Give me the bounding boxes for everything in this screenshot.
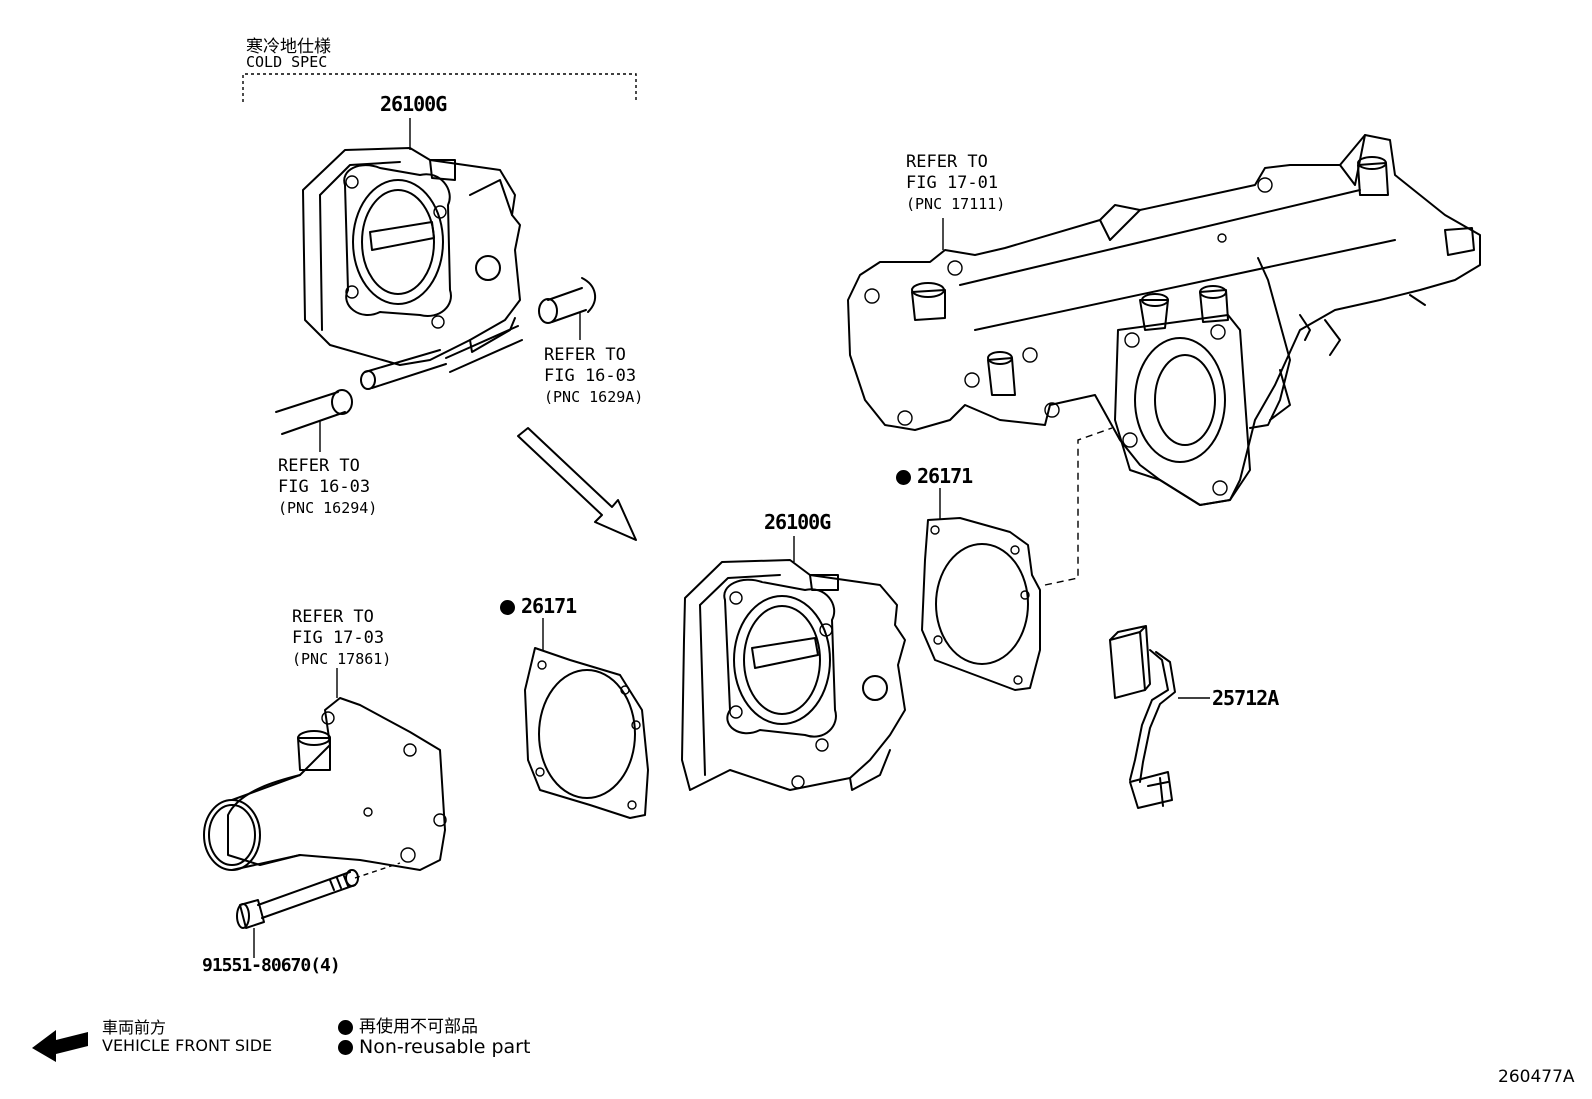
part-number-26171-upper-text: 26171: [917, 464, 973, 488]
ref-water-outlet-line2: FIG 17-03: [292, 628, 385, 648]
non-reusable-dot-icon: [338, 1019, 353, 1035]
ref-water-outlet-line1: REFER TO: [292, 607, 374, 627]
legend-nonreuse-en-text: Non-reusable part: [359, 1036, 531, 1058]
ref-manifold-line2: FIG 17-01: [906, 173, 999, 193]
figure-id: 260477A: [1498, 1067, 1575, 1087]
ref-water-outlet-line3: (PNC 17861): [292, 650, 392, 668]
ref-hose-right-line1: REFER TO: [544, 345, 626, 365]
gasket-upper-drawing: [921, 517, 1041, 691]
ref-manifold-line1: REFER TO: [906, 152, 988, 172]
part-number-bolt: 91551-80670(4): [202, 955, 341, 976]
ref-hose-left: REFER TO FIG 16-03 (PNC 16294): [278, 456, 377, 519]
part-number-26100g-main: 26100G: [764, 510, 831, 534]
legend-nonreuse-jp: 再使用不可部品: [338, 1012, 478, 1037]
cold-spec-en: COLD SPEC: [246, 53, 328, 71]
cold-spec-jp: 寒冷地仕様: [246, 37, 331, 57]
direction-arrow-icon: [517, 427, 637, 541]
ref-water-outlet: REFER TO FIG 17-03 (PNC 17861): [292, 607, 391, 670]
ref-hose-left-line3: (PNC 16294): [278, 499, 378, 517]
ref-hose-left-line2: FIG 16-03: [278, 477, 371, 497]
legend-nonreuse-en: Non-reusable part: [338, 1036, 530, 1058]
ref-hose-right: REFER TO FIG 16-03 (PNC 1629A): [544, 345, 643, 408]
ref-hose-right-line3: (PNC 1629A): [544, 388, 644, 406]
water-outlet-drawing: [203, 697, 447, 871]
dashed-install-line: [1044, 427, 1113, 586]
cold-spec-bracket: [242, 73, 637, 102]
part-number-26171-lower-text: 26171: [521, 594, 577, 618]
part-number-26171-upper: 26171: [896, 464, 973, 488]
part-number-26100g-cold: 26100G: [380, 92, 447, 116]
part-number-26171-lower: 26171: [500, 594, 577, 618]
front-arrow-icon: [32, 1030, 88, 1062]
legend-front-jp: 車両前方: [102, 1018, 167, 1037]
wire-harness-drawing: [1109, 625, 1176, 809]
legend-nonreuse-jp-text: 再使用不可部品: [359, 1017, 478, 1037]
ref-hose-right-line2: FIG 16-03: [544, 366, 637, 386]
ref-manifold: REFER TO FIG 17-01 (PNC 17111): [906, 152, 1005, 215]
intake-manifold-drawing: [847, 134, 1481, 506]
ref-hose-left-line1: REFER TO: [278, 456, 360, 476]
non-reusable-dot-icon: [896, 470, 911, 485]
throttle-body-cold-drawing: [275, 147, 597, 435]
part-number-25712a: 25712A: [1212, 686, 1279, 710]
bolt-dashed-line: [354, 862, 401, 879]
non-reusable-dot-icon: [338, 1040, 353, 1055]
ref-manifold-line3: (PNC 17111): [906, 195, 1006, 213]
throttle-body-main-drawing: [681, 559, 906, 791]
legend-front-en: VEHICLE FRONT SIDE: [102, 1036, 273, 1055]
bolt-drawing: [236, 869, 359, 929]
gasket-lower-drawing: [524, 647, 649, 819]
non-reusable-dot-icon: [500, 600, 515, 615]
